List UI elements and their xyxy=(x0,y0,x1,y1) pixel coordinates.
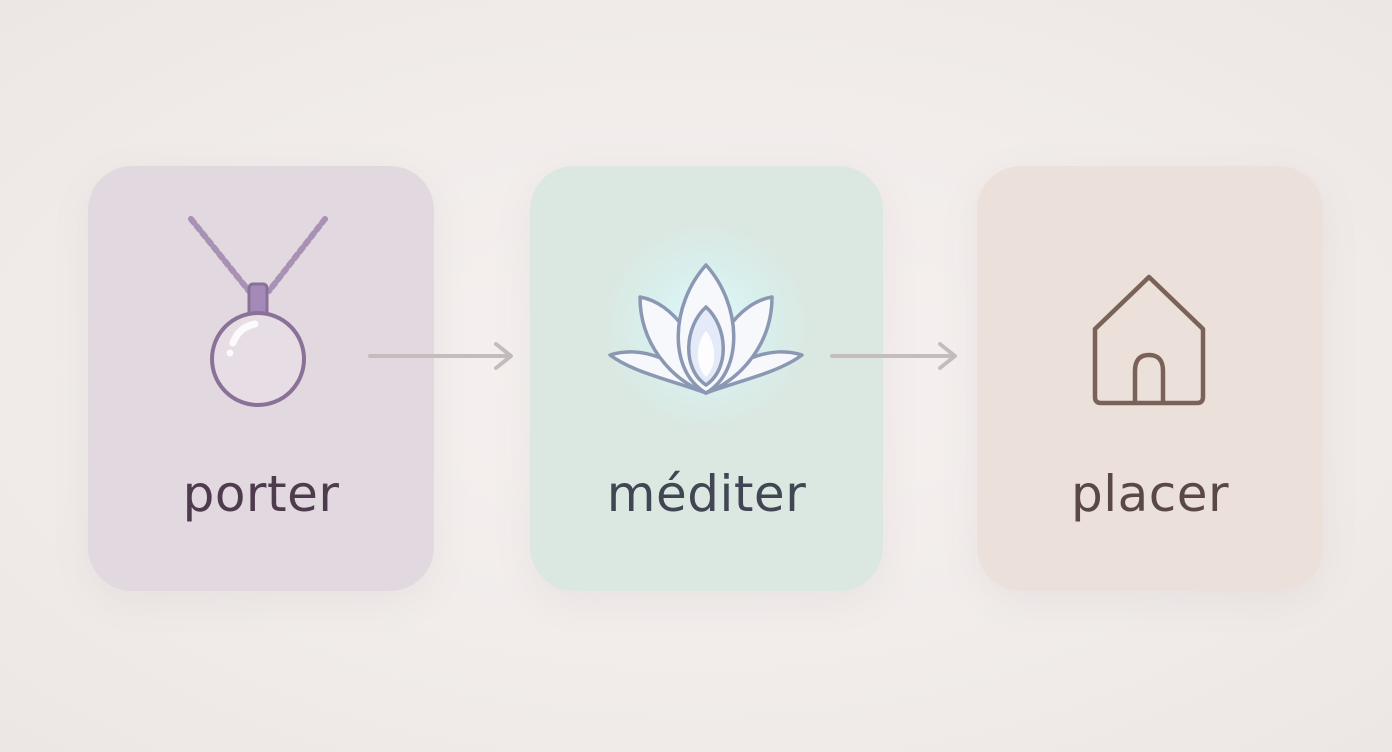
step-card-placer: placer xyxy=(977,166,1323,591)
step-card-mediter: méditer xyxy=(530,166,883,591)
arrow-right-icon xyxy=(828,340,962,376)
step-label-porter: porter xyxy=(182,465,340,523)
step-label-mediter: méditer xyxy=(606,465,807,523)
lotus-flower-icon xyxy=(604,261,809,401)
house-icon xyxy=(1087,271,1211,407)
arrow-right-icon xyxy=(366,340,518,376)
step-card-porter: porter xyxy=(88,166,434,591)
step-label-placer: placer xyxy=(1070,465,1230,523)
pendant-necklace-icon xyxy=(183,211,343,421)
